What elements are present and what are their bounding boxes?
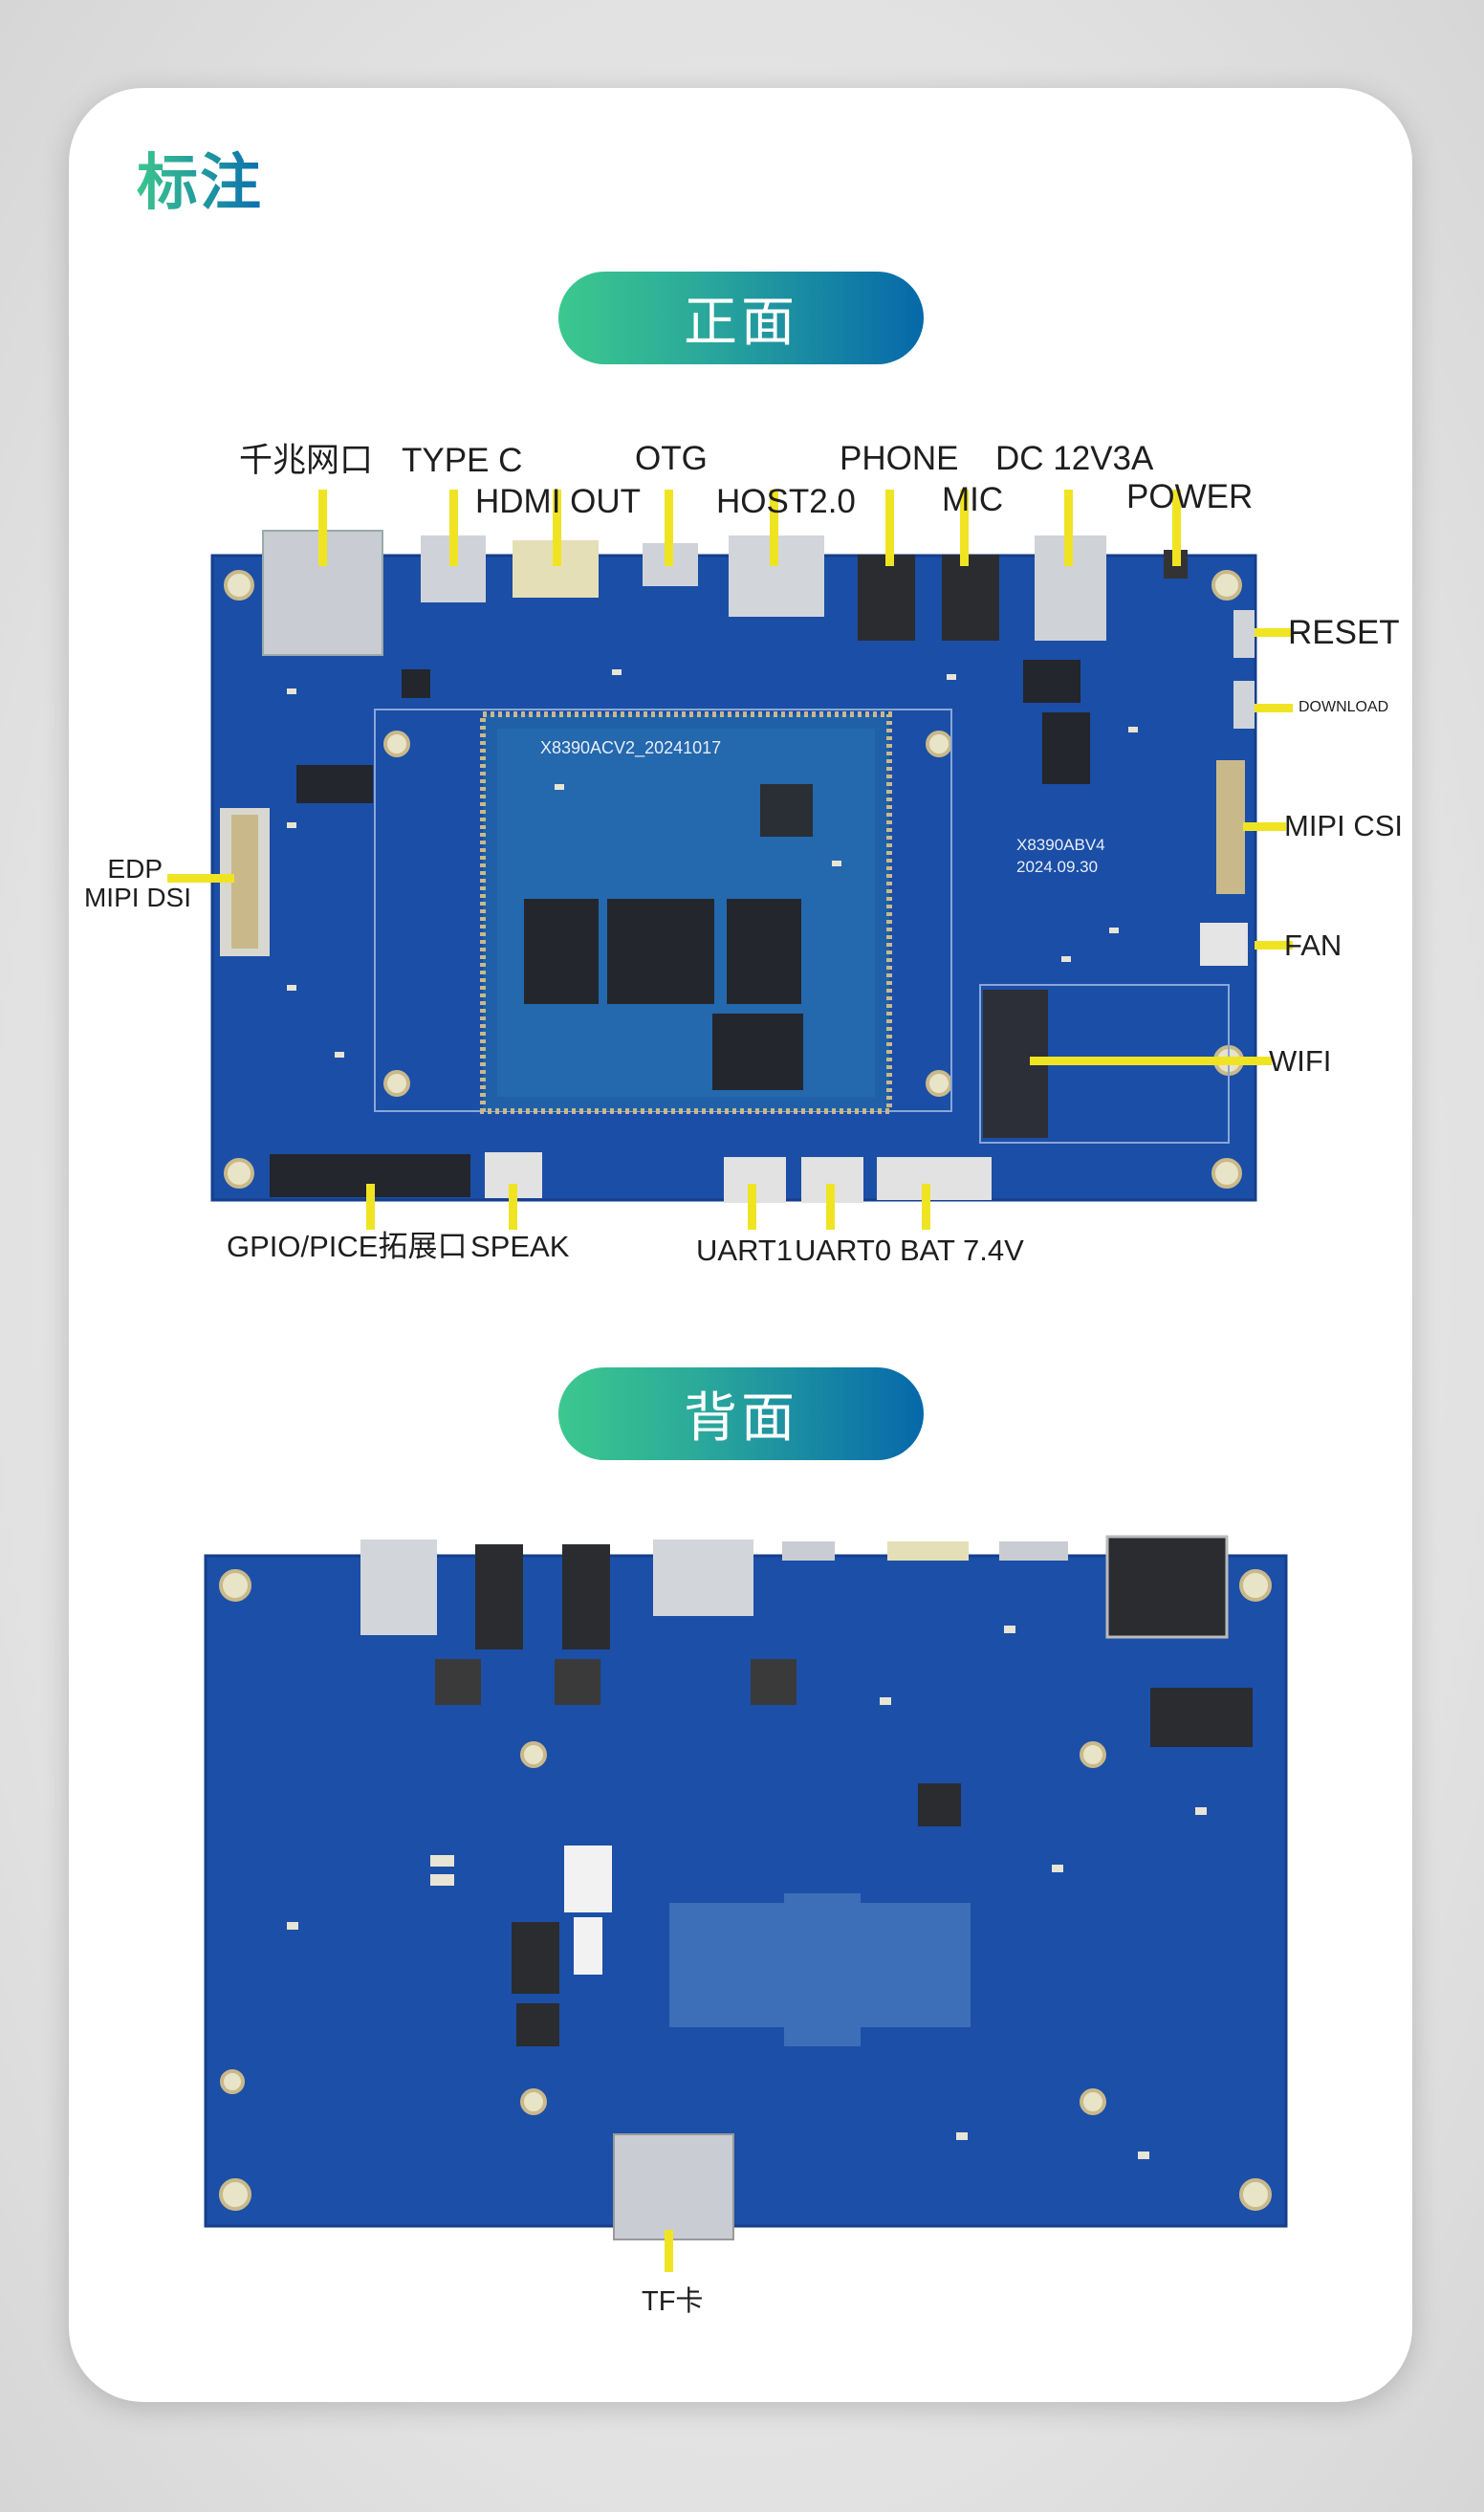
label-wifi: WIFI (1269, 1044, 1332, 1078)
label-hdmi-out: HDMI OUT (475, 483, 642, 520)
callout-line-reset (1255, 628, 1293, 637)
label-otg: OTG (635, 440, 708, 477)
callout-line-phone (885, 490, 894, 566)
callout-line-ethernet (318, 490, 327, 566)
label-speak: SPEAK (470, 1230, 570, 1263)
label-power: POWER (1126, 478, 1254, 515)
callout-line-bat (922, 1184, 930, 1230)
label-download: DOWNLOAD (1298, 699, 1389, 715)
callout-line-power (1172, 490, 1181, 566)
label-fan: FAN (1284, 928, 1342, 962)
board-model-silk: X8390ABV4 (1016, 836, 1105, 854)
label-phone: PHONE (840, 440, 959, 477)
callout-line-dc (1064, 490, 1073, 566)
label-bat: BAT 7.4V (900, 1234, 1024, 1267)
front-heading-pill: 正面 (558, 272, 924, 364)
label-tf-card: TF卡 (642, 2286, 704, 2317)
back-board-image (204, 1535, 1288, 2240)
callout-line-wifi (1030, 1057, 1272, 1065)
callout-line-fan (1255, 941, 1293, 950)
label-uart0: UART0 (795, 1234, 892, 1267)
board-date-silk: 2024.09.30 (1016, 858, 1099, 876)
callout-line-edp (167, 874, 234, 883)
callout-line-uart1 (748, 1184, 756, 1230)
label-reset: RESET (1288, 614, 1400, 651)
page-title: 标注 (137, 134, 263, 222)
callout-line-hdmi (553, 490, 561, 566)
label-gpio: GPIO/PICE拓展口 (227, 1230, 468, 1263)
label-mic: MIC (942, 481, 1004, 518)
callout-line-mic (960, 490, 969, 566)
label-edp: EDP (107, 854, 163, 884)
callout-line-host (770, 490, 778, 566)
callout-line-download (1255, 704, 1293, 712)
back-heading-pill: 背面 (558, 1367, 924, 1460)
label-mipi-dsi: MIPI DSI (83, 883, 191, 912)
label-uart1: UART1 (696, 1234, 794, 1267)
callout-line-type-c (449, 490, 458, 566)
callout-line-tf (665, 2230, 673, 2272)
callout-line-mipi-csi (1243, 822, 1286, 831)
label-mipi-csi: MIPI CSI (1284, 809, 1404, 842)
front-board-image (210, 530, 1257, 1203)
callout-line-speak (509, 1184, 517, 1230)
label-ethernet: 千兆网口 (239, 442, 374, 479)
label-dc: DC 12V3A (995, 440, 1154, 477)
label-host: HOST2.0 (716, 483, 856, 520)
callout-line-otg (665, 490, 673, 566)
callout-line-uart0 (826, 1184, 835, 1230)
module-silk-text: X8390ACV2_20241017 (540, 738, 722, 757)
callout-line-gpio (366, 1184, 375, 1230)
label-type-c: TYPE C (402, 442, 523, 479)
